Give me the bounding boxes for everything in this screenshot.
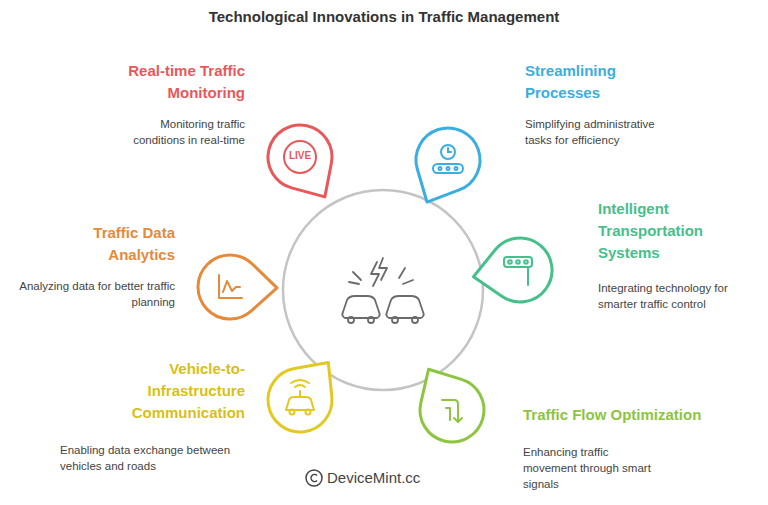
analytics-icon xyxy=(219,275,242,298)
innovation-item: Traffic Flow OptimizationEnhancing traff… xyxy=(523,404,738,492)
watermark: DeviceMint.cc xyxy=(327,469,467,487)
center-ring xyxy=(283,190,483,390)
center-icon xyxy=(342,258,423,323)
map-pin xyxy=(268,362,332,432)
item-description: Analyzing data for better traffic planni… xyxy=(10,278,175,310)
item-heading: Traffic Flow Optimization xyxy=(523,404,738,426)
item-description: Integrating technology for smarter traff… xyxy=(598,280,763,312)
map-pin xyxy=(416,128,480,202)
traffic-light-icon xyxy=(504,257,532,285)
v2i-icon xyxy=(286,380,314,415)
map-pin xyxy=(198,255,277,319)
map-pin xyxy=(268,125,332,197)
map-pin xyxy=(473,238,552,302)
map-pin xyxy=(420,369,484,442)
innovation-item: Intelligent Transportation SystemsIntegr… xyxy=(598,198,763,312)
item-heading: Vehicle-to-Infrastructure Communication xyxy=(110,358,245,424)
item-description: Simplifying administrative tasks for eff… xyxy=(525,116,655,148)
innovation-item: Real-time Traffic MonitoringMonitoring t… xyxy=(95,60,245,148)
pin-group xyxy=(198,125,552,442)
item-description: Enabling data exchange between vehicles … xyxy=(60,442,240,474)
item-heading: Real-time Traffic Monitoring xyxy=(95,60,245,104)
item-heading: Traffic Data Analytics xyxy=(50,222,175,266)
process-icon xyxy=(433,145,463,173)
innovation-item: Streamlining ProcessesSimplifying admini… xyxy=(525,60,675,148)
item-description: Enhancing traffic movement through smart… xyxy=(523,444,658,492)
live-badge: LIVE xyxy=(278,150,322,162)
item-description: Monitoring traffic conditions in real-ti… xyxy=(110,116,245,148)
copyright-symbol xyxy=(306,470,322,486)
flow-icon xyxy=(442,400,462,422)
item-heading: Intelligent Transportation Systems xyxy=(598,198,758,264)
innovation-item: Vehicle-to-Infrastructure CommunicationE… xyxy=(60,358,245,474)
diagram-title: Technological Innovations in Traffic Man… xyxy=(0,8,768,25)
innovation-item: Traffic Data AnalyticsAnalyzing data for… xyxy=(10,222,175,310)
item-heading: Streamlining Processes xyxy=(525,60,660,104)
